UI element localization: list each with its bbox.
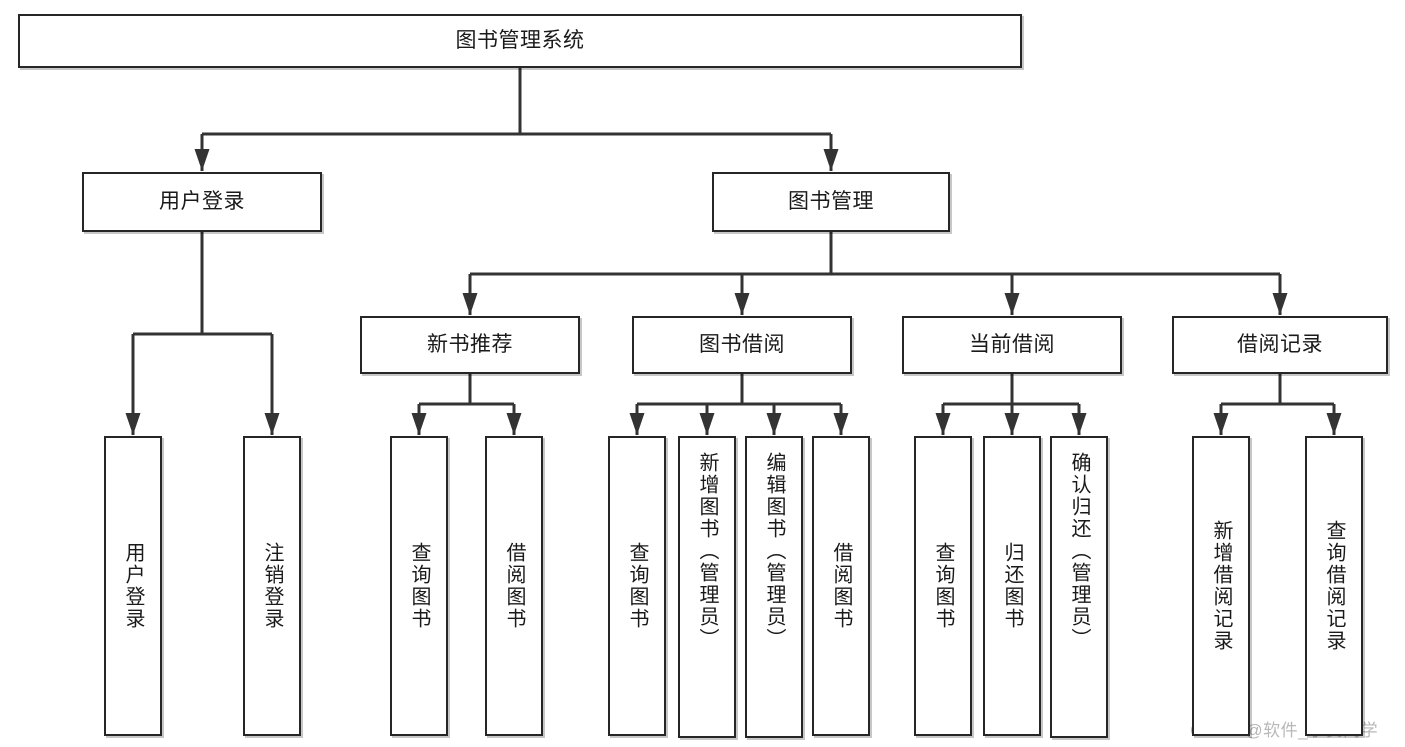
node-label-root: 图书管理系统 [455, 28, 585, 52]
arrow-head-icon [1326, 413, 1342, 435]
node-label-leaf-add-record: 新增借阅记录 [1210, 520, 1232, 652]
node-leaf-user-login: 用户登录 [104, 436, 162, 736]
node-leaf-edit-book: 编辑图书（管理员） [745, 436, 803, 738]
arrow-head-icon [699, 413, 715, 435]
node-leaf-query-book-2: 查询图书 [608, 436, 666, 736]
node-label-book-borrow: 图书借阅 [699, 332, 785, 356]
node-label-leaf-query-book-2: 查询图书 [626, 542, 648, 630]
node-label-borrow-record: 借阅记录 [1237, 332, 1323, 356]
node-label-book-manage: 图书管理 [788, 189, 874, 213]
node-label-current-borrow: 当前借阅 [969, 332, 1055, 356]
node-label-user-login: 用户登录 [159, 189, 245, 213]
node-label-leaf-borrow-book-2: 借阅图书 [830, 542, 852, 630]
arrow-head-icon [1004, 413, 1020, 435]
node-book-borrow: 图书借阅 [632, 316, 852, 374]
node-leaf-query-record: 查询借阅记录 [1305, 436, 1363, 736]
node-label-leaf-add-book: 新增图书（管理员） [696, 452, 718, 650]
node-current-borrow: 当前借阅 [902, 316, 1122, 374]
node-leaf-add-record: 新增借阅记录 [1192, 436, 1250, 736]
node-leaf-borrow-book-1: 借阅图书 [485, 436, 543, 736]
node-label-leaf-borrow-book-1: 借阅图书 [503, 542, 525, 630]
node-root: 图书管理系统 [18, 14, 1022, 68]
node-leaf-user-logout: 注销登录 [243, 436, 301, 736]
node-leaf-query-book-3: 查询图书 [914, 436, 972, 736]
arrow-head-icon [264, 413, 280, 435]
node-leaf-add-book: 新增图书（管理员） [678, 436, 736, 738]
node-label-leaf-query-record: 查询借阅记录 [1323, 520, 1345, 652]
node-user-login: 用户登录 [82, 172, 322, 232]
node-label-leaf-return-book: 归还图书 [1001, 542, 1023, 630]
node-new-book-rec: 新书推荐 [360, 316, 580, 374]
arrow-head-icon [506, 413, 522, 435]
node-leaf-borrow-book-2: 借阅图书 [812, 436, 870, 736]
node-leaf-return-book: 归还图书 [983, 436, 1041, 736]
arrow-head-icon [833, 413, 849, 435]
arrow-head-icon [629, 413, 645, 435]
node-label-new-book-rec: 新书推荐 [427, 332, 513, 356]
node-borrow-record: 借阅记录 [1172, 316, 1388, 374]
arrow-head-icon [935, 413, 951, 435]
arrow-head-icon [1071, 413, 1087, 435]
arrow-head-icon [766, 413, 782, 435]
arrow-head-icon [823, 149, 839, 171]
arrow-head-icon [1272, 293, 1288, 315]
node-label-leaf-user-logout: 注销登录 [261, 542, 283, 630]
node-label-leaf-user-login: 用户登录 [122, 542, 144, 630]
node-label-leaf-query-book-1: 查询图书 [408, 542, 430, 630]
arrow-head-icon [194, 149, 210, 171]
node-label-leaf-confirm-return: 确认归还（管理员） [1068, 452, 1090, 650]
arrow-head-icon [1004, 293, 1020, 315]
arrow-head-icon [125, 413, 141, 435]
node-label-leaf-edit-book: 编辑图书（管理员） [763, 452, 785, 650]
arrow-head-icon [734, 293, 750, 315]
node-book-manage: 图书管理 [712, 172, 950, 232]
node-label-leaf-query-book-3: 查询图书 [932, 542, 954, 630]
arrow-head-icon [411, 413, 427, 435]
node-leaf-confirm-return: 确认归还（管理员） [1050, 436, 1108, 738]
arrow-head-icon [1213, 413, 1229, 435]
node-leaf-query-book-1: 查询图书 [390, 436, 448, 736]
arrow-head-icon [462, 293, 478, 315]
